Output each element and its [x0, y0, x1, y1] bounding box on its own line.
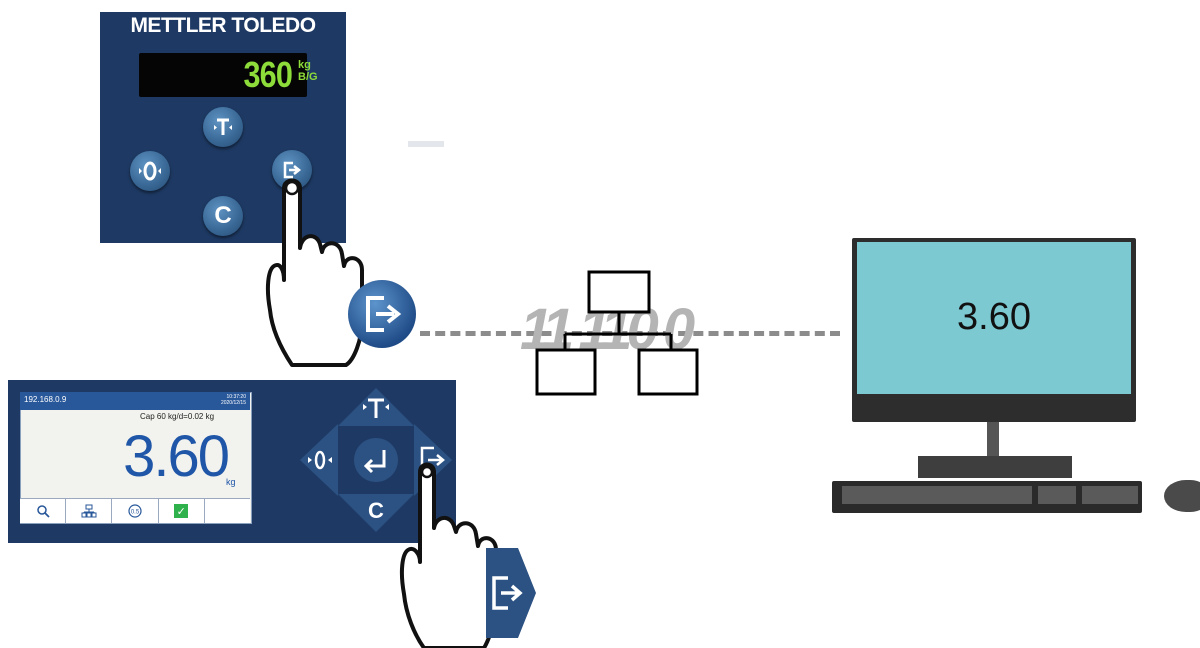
softkey-search[interactable] — [20, 499, 67, 523]
navigation-pad: C — [300, 388, 452, 532]
zero-icon — [139, 161, 161, 181]
softkey-zero[interactable]: 0.5 — [112, 499, 159, 523]
display-value: 360 — [243, 54, 292, 95]
monitor-base — [918, 456, 1072, 478]
keyboard-arrow-keys — [1038, 486, 1076, 504]
tare-icon — [214, 118, 232, 135]
weight-display — [139, 53, 307, 97]
check-icon: ✓ — [174, 504, 189, 518]
zero-small-icon: 0.5 — [128, 504, 142, 518]
softkey-bar: 0.5 ✓ — [20, 498, 250, 523]
date-text: 2020/12/15 — [220, 400, 246, 406]
monitor-value: 3.60 — [957, 296, 1031, 338]
hand-pointer-icon — [265, 178, 364, 367]
svg-text:C: C — [368, 498, 384, 523]
time-text: 10:37:20 — [226, 394, 246, 400]
clear-button[interactable]: C — [203, 196, 243, 236]
tare-button[interactable] — [203, 107, 243, 147]
keyboard-main-keys — [842, 486, 1032, 504]
display-unit: kg — [298, 59, 311, 71]
weight-unit: kg — [226, 477, 236, 487]
softkey-empty[interactable] — [205, 499, 250, 523]
monitor-screen — [857, 242, 1131, 394]
print-badge-icon — [348, 280, 416, 348]
ip-address: 192.168.0.9 — [24, 395, 67, 404]
print-diamond-icon — [486, 548, 536, 638]
mouse — [1164, 480, 1200, 512]
small-label — [408, 141, 444, 147]
monitor-stand — [987, 422, 999, 462]
keyboard-numpad — [1082, 486, 1138, 504]
network-small-icon — [81, 504, 97, 518]
search-icon — [36, 505, 50, 518]
brand-logo: METTLER TOLEDO — [130, 14, 316, 37]
svg-text:0.5: 0.5 — [131, 510, 140, 516]
weight-value: 3.60 — [123, 424, 230, 489]
print-icon — [283, 161, 302, 179]
date-time: 10:37:20 2020/12/15 — [212, 394, 246, 406]
capacity-text: Cap 60 kg/d=0.02 kg — [140, 412, 215, 421]
softkey-accept[interactable]: ✓ — [159, 499, 205, 523]
display-mode: B/G — [298, 71, 318, 83]
screen-header — [20, 392, 250, 410]
softkey-network[interactable] — [66, 499, 113, 523]
network-icon — [535, 270, 699, 396]
zero-button[interactable] — [130, 151, 170, 191]
